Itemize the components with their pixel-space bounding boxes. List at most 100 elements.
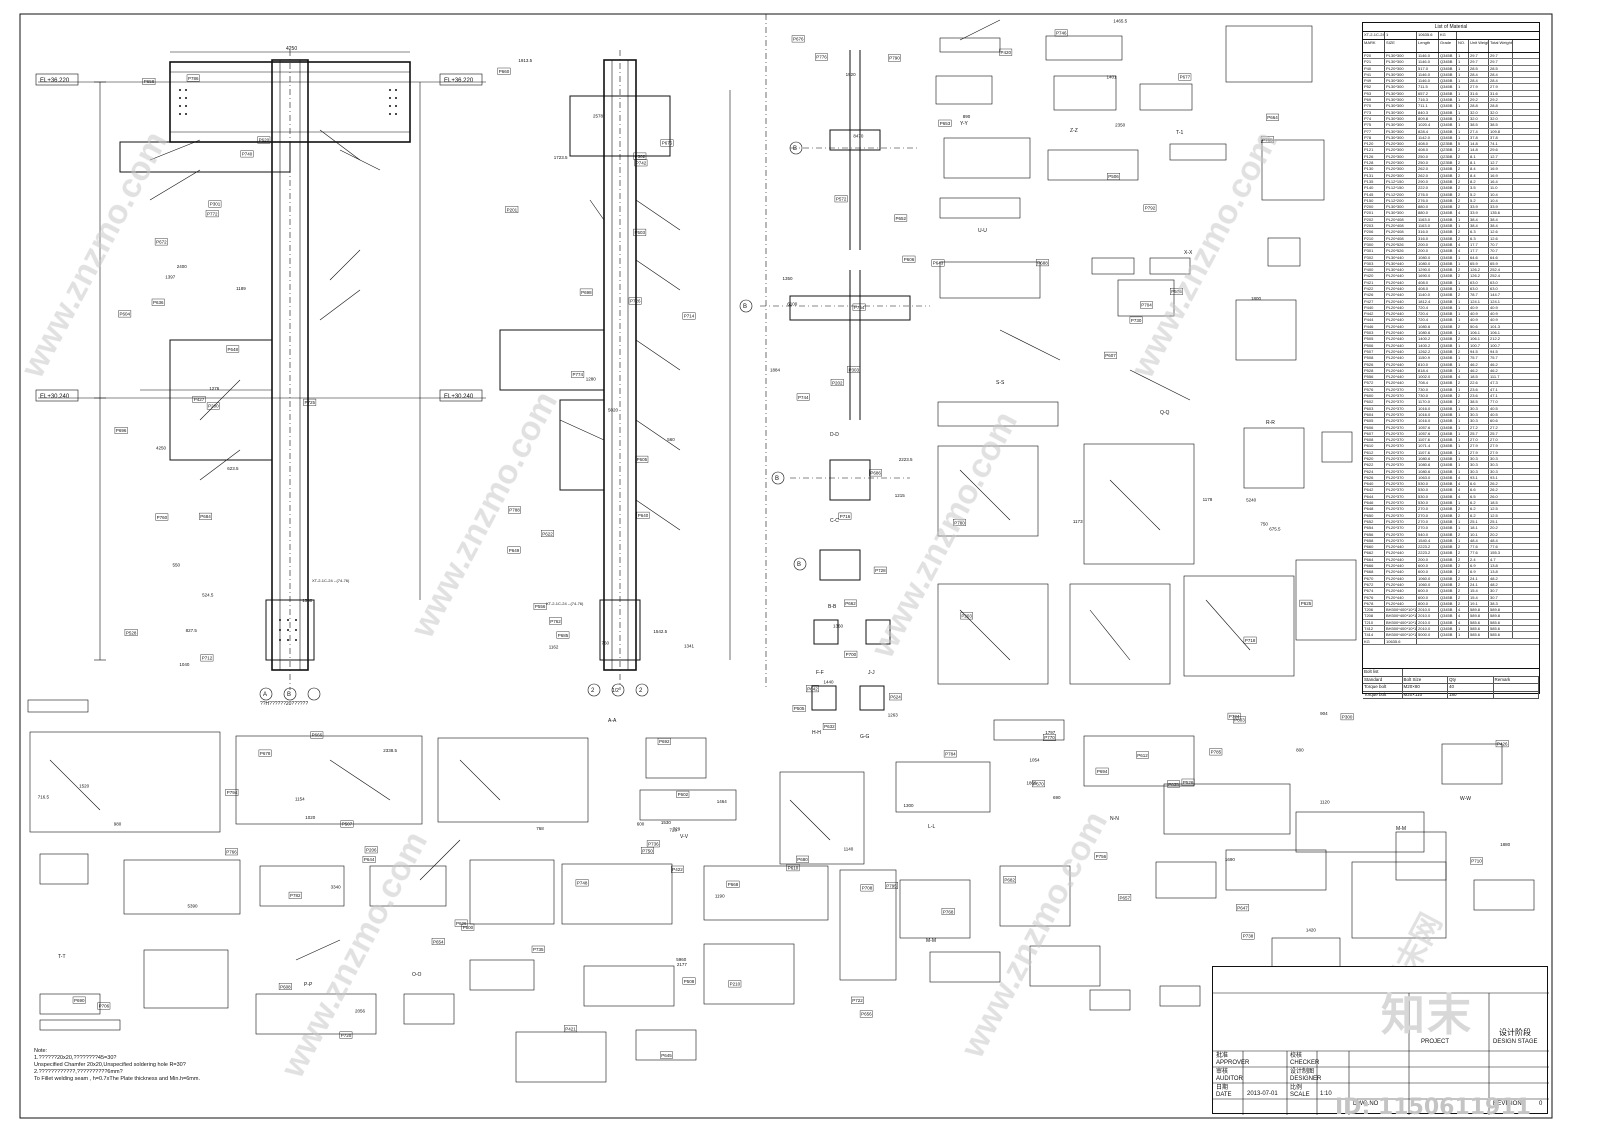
part-label-frame — [531, 945, 545, 953]
part-label: P648 — [228, 347, 239, 352]
material-cell: Q345B — [1439, 518, 1457, 525]
material-cell: 1690.0 — [1417, 273, 1439, 279]
part-label-frame — [671, 865, 684, 873]
material-cell: 2 — [1457, 512, 1469, 518]
material-cell: 31.6 — [1469, 90, 1489, 97]
material-cell: 600.0 — [1417, 569, 1439, 575]
part-label-frame — [1118, 894, 1132, 901]
material-cell: P41 — [1363, 71, 1385, 78]
material-cell: P608 — [1363, 437, 1385, 443]
material-cell: 1107.6 — [1417, 449, 1439, 455]
section-labels: Y-Y Z-Z T-1 U-U X-X S-S Q-Q R-R D-D C-C … — [58, 121, 1471, 988]
material-cell: 29.2 — [1469, 97, 1489, 103]
part-label: P740 — [242, 152, 253, 157]
material-cell: PL20*440 — [1385, 544, 1417, 550]
date-en: DATE — [1216, 1092, 1232, 1098]
material-cell: BH300*400*10*14 — [1386, 626, 1417, 632]
part-label: P768 — [943, 909, 954, 914]
dimension-label: 1190 — [715, 894, 725, 899]
part-label-frame — [240, 150, 254, 158]
part-label-frame — [1167, 780, 1180, 788]
part-label-frame — [657, 738, 671, 745]
part-label-frame — [894, 214, 908, 222]
material-cell: P676 — [1363, 594, 1385, 600]
material-cell: 657.2 — [1417, 90, 1439, 97]
part-label: P624 — [890, 695, 901, 700]
part-label-frame — [1042, 734, 1056, 741]
drawing-notes: Note: 1.??????20x20,????????45=30? Unspe… — [34, 1048, 274, 1083]
col-unit-weight: Unit Weight — [1469, 40, 1489, 52]
material-cell: 1 — [1457, 443, 1469, 449]
material-cell: 46.2 — [1469, 367, 1489, 374]
material-cell: 1 — [1457, 97, 1469, 103]
material-cell: 30.3 — [1469, 405, 1489, 411]
part-label-frame — [1169, 288, 1183, 295]
material-cell: Q345B — [1439, 367, 1457, 374]
material-cell: P605 — [1363, 418, 1385, 424]
material-cell: 1057.6 — [1417, 430, 1439, 437]
material-cell: Q345B — [1439, 267, 1457, 273]
part-label-frame — [1227, 712, 1241, 720]
material-cell: P40 — [1363, 65, 1385, 71]
material-cell: 2 — [1457, 569, 1469, 575]
watermark-5: www.znzmo.com — [273, 825, 435, 1084]
material-cell: P624 — [1363, 468, 1385, 474]
watermark-3: www.znzmo.com — [863, 405, 1025, 664]
scale-en: SCALE — [1290, 1092, 1310, 1098]
part-label: P427 — [194, 397, 205, 402]
material-cell: 840.3 — [1417, 109, 1439, 115]
column-elevation-left: 4250 ??H??????20?????? XT-2-1C-24 --(74-… — [94, 46, 421, 707]
material-cell: 276.0 — [1417, 191, 1439, 197]
dimension-label: 1350 — [783, 276, 794, 281]
part-label-frame — [1495, 740, 1509, 748]
material-cell: 1142.0 — [1417, 134, 1439, 141]
material-cell: PL12*150 — [1385, 185, 1417, 191]
material-cell: P73 — [1363, 109, 1385, 115]
material-cell: 48.4 — [1469, 537, 1489, 544]
part-label: P652 — [896, 216, 907, 221]
part-label-frame — [1470, 857, 1483, 865]
material-cell: Q345B — [1439, 229, 1457, 235]
material-cell: 530.0 — [1417, 493, 1439, 500]
material-cell: Q345B — [1439, 575, 1457, 581]
material-cell: 100.7 — [1469, 342, 1489, 348]
dimension-label: 2177 — [677, 962, 688, 967]
material-cell: PL30*300 — [1385, 71, 1417, 78]
material-cell: Q345B — [1439, 235, 1457, 241]
material-cell: PL20*408 — [1385, 229, 1417, 235]
material-cell: 30.7 — [1489, 594, 1513, 600]
part-label-frame — [226, 345, 240, 353]
material-cell: 18.5 — [1469, 374, 1489, 380]
material-cell: 818.4 — [1417, 367, 1439, 374]
material-cell: P74 — [1363, 115, 1385, 122]
material-cell: 1 — [1457, 424, 1469, 430]
section-label-cc: C-C — [830, 518, 839, 524]
material-cell: P672 — [1363, 581, 1385, 588]
material-cell: 26.2 — [1489, 487, 1513, 493]
part-label: P201 — [507, 207, 518, 212]
bolt-row-standard: Torque bolt — [1363, 684, 1403, 691]
axis-c: 2 — [591, 688, 595, 694]
material-cell: Q345B — [1439, 292, 1457, 298]
material-cell: P52 — [1363, 84, 1385, 90]
material-cell: 48.2 — [1489, 581, 1513, 588]
material-cell: 1400.2 — [1417, 342, 1439, 348]
part-label-frame — [1340, 713, 1354, 721]
material-cell: 15.4 — [1469, 594, 1489, 600]
material-cell: 1016.0 — [1417, 411, 1439, 418]
material-cell: 70.7 — [1489, 248, 1513, 254]
material-cell: 32.0 — [1489, 115, 1513, 122]
material-cell: PL30*440 — [1385, 260, 1417, 267]
material-cell: 1170.0 — [1417, 399, 1439, 405]
design-stage-cn: 设计阶段 — [1499, 1028, 1531, 1037]
material-cell: Q345B — [1439, 462, 1457, 468]
material-cell: 2 — [1457, 588, 1469, 594]
material-cell: T414 — [1363, 632, 1385, 638]
material-cell: 1 — [1457, 437, 1469, 443]
part-label: P604 — [120, 312, 131, 317]
material-cell: 30.3 — [1489, 468, 1513, 474]
material-cell: P528 — [1363, 367, 1385, 374]
